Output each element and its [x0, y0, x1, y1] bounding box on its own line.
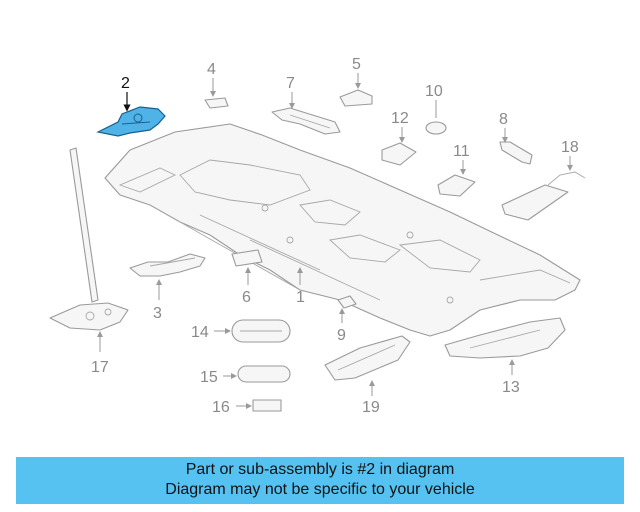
callout-16: 16 — [212, 399, 230, 416]
callout-3: 3 — [153, 305, 162, 322]
banner-line-1: Part or sub-assembly is #2 in diagram — [185, 461, 455, 478]
handle-part-7 — [271, 107, 341, 135]
callout-labels: 2 4 5 7 10 8 12 11 18 6 1 3 9 14 15 16 1… — [91, 56, 579, 416]
lamp-part-11 — [437, 174, 476, 197]
callout-8: 8 — [499, 111, 508, 128]
pad-part-16 — [252, 399, 282, 412]
lamp-part-5 — [339, 89, 373, 107]
callout-2: 2 — [121, 75, 130, 92]
callout-7: 7 — [286, 75, 295, 92]
bracket-part-3 — [129, 253, 206, 277]
highlighted-part-2[interactable] — [96, 106, 166, 137]
console-part-19 — [324, 335, 411, 381]
callout-9: 9 — [337, 327, 346, 344]
headliner-part-1 — [104, 123, 581, 337]
clip-part-4 — [204, 97, 229, 109]
lens-part-15 — [237, 365, 291, 383]
callout-12: 12 — [391, 110, 409, 127]
callout-10: 10 — [425, 83, 443, 100]
lamp-part-14 — [231, 319, 291, 343]
clip-part-6 — [231, 249, 263, 267]
panel-part-13 — [444, 317, 566, 359]
callout-15: 15 — [200, 369, 218, 386]
callout-1: 1 — [296, 289, 305, 306]
callout-4: 4 — [207, 61, 216, 78]
pillar-part-17 — [49, 147, 129, 331]
leader-lines — [97, 73, 573, 409]
callout-18: 18 — [561, 139, 579, 156]
callout-5: 5 — [352, 56, 361, 73]
lamp-part-18 — [501, 171, 586, 221]
callout-19: 19 — [362, 399, 380, 416]
callout-13: 13 — [502, 379, 520, 396]
callout-11: 11 — [453, 143, 470, 160]
info-banner: Part or sub-assembly is #2 in diagram Di… — [16, 457, 624, 504]
banner-line-2: Diagram may not be specific to your vehi… — [165, 481, 475, 498]
clip-part-9 — [337, 295, 357, 309]
plug-part-10 — [425, 121, 447, 135]
handle-part-8 — [499, 141, 533, 165]
parts-diagram: 2 4 5 7 10 8 12 11 18 6 1 3 9 14 15 16 1… — [49, 56, 586, 416]
callout-14: 14 — [191, 324, 209, 341]
callout-6: 6 — [242, 289, 251, 306]
lamp-part-12 — [381, 142, 417, 166]
callout-17: 17 — [91, 359, 109, 376]
